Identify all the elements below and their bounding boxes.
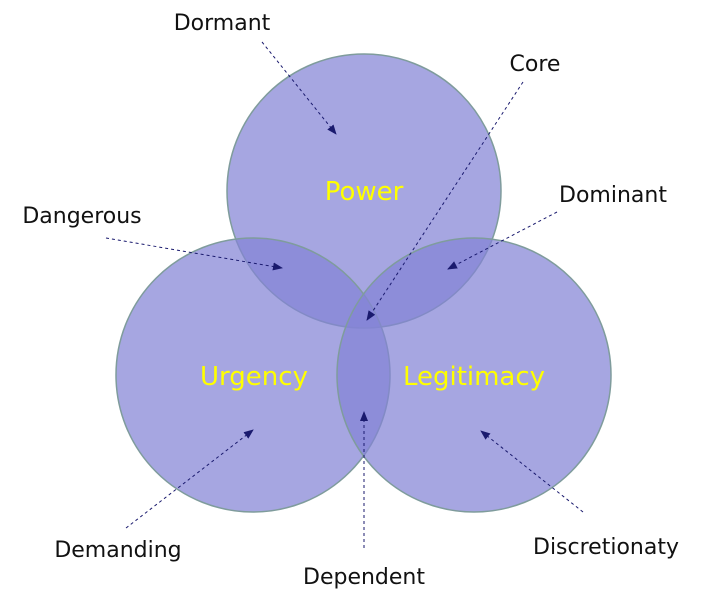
dominant-leader: [447, 211, 558, 270]
dependent-label: Dependent: [303, 565, 425, 590]
core-label: Core: [510, 52, 561, 77]
legitimacy-label: Legitimacy: [403, 362, 545, 392]
dominant-label: Dominant: [559, 183, 667, 208]
demanding-label: Demanding: [54, 538, 181, 563]
legitimacy-circle: [336, 237, 612, 513]
dangerous-label: Dangerous: [22, 204, 141, 229]
power-label: Power: [325, 177, 404, 207]
dormant-label: Dormant: [174, 11, 271, 36]
dormant-leader: [261, 41, 337, 135]
discretionary-leader: [480, 430, 584, 513]
discretionary-label: Discretionaty: [533, 535, 679, 560]
urgency-label: Urgency: [200, 362, 308, 392]
demanding-leader: [125, 429, 254, 529]
